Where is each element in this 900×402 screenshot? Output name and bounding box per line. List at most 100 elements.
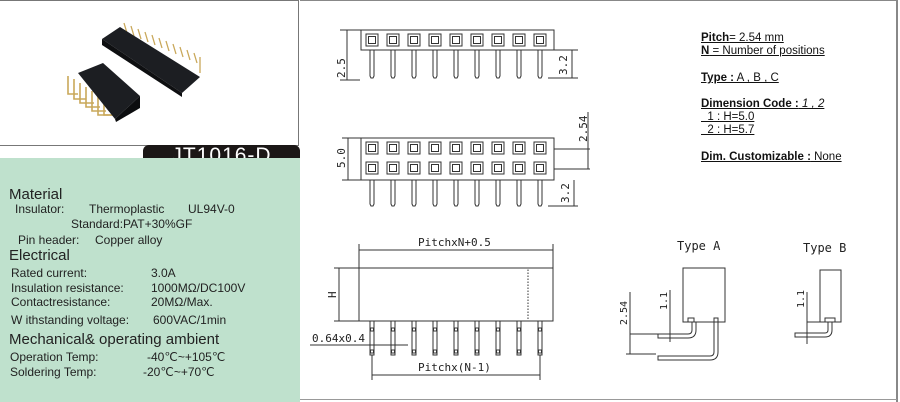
contact-socket [407,33,421,47]
pitch-label: Pitch [701,32,730,44]
customizable-value: None [810,151,842,163]
overall-length-dim: PitchxN+0.5 [418,236,491,249]
rated-current-label: Rated current: [11,266,88,280]
contact-socket-inner [452,36,460,44]
contact-socket [365,161,379,175]
contact-socket-inner [389,36,397,44]
insulator-rating: UL94V-0 [188,202,235,216]
pin-mark [517,327,521,332]
type-b-label: Type B [803,241,846,255]
pin-header-value: Copper alloy [95,233,163,247]
contact-socket-inner [494,144,502,152]
contact-socket-inner [473,36,481,44]
pin [516,50,522,79]
pin [390,180,396,207]
contact-socket-inner [389,164,397,172]
dimension-code-2: 2 : H=5.7 [701,124,755,136]
n-note: N = Number of positions [701,45,825,57]
double-height-dim: 5.0 [335,148,348,168]
pin [453,180,459,207]
contact-socket [533,161,547,175]
type-a-view: Type A 1.1 2.54 [619,239,726,361]
contact-socket-inner [473,144,481,152]
contact-socket [449,141,463,155]
pin-mark [370,349,374,354]
type-a-offset-dim: 1.1 [659,292,670,310]
soldering-temp-value: -20℃~+70℃ [143,365,215,379]
dimension-code-label: Dimension Code : [701,98,799,110]
operation-temp-label: Operation Temp: [10,350,99,364]
pin-mark [496,349,500,354]
pin-mark [391,327,395,332]
single-height-dim: 2.5 [335,58,348,78]
pin-header-label: Pin header: [18,233,80,247]
pin [453,320,459,356]
insulation-resistance-value: 1000MΩ/DC100V [151,281,246,295]
pin [432,320,438,356]
pin [537,50,543,79]
contact-socket [512,141,526,155]
dimension-code-note: Dimension Code : 1 , 2 [701,98,824,110]
type-a-pitch-dim: 2.54 [619,301,630,325]
contact-socket-inner [368,36,376,44]
pin-mark [517,349,521,354]
contact-socket [491,161,505,175]
withstanding-voltage-value: 600VAC/1min [153,313,227,327]
pin [432,50,438,79]
contact-socket-inner [536,36,544,44]
customizable-note: Dim. Customizable : None [701,151,842,163]
rated-current-value: 3.0A [151,266,176,280]
contact-socket-inner [389,144,397,152]
pin [495,50,501,79]
pin-mark [433,349,437,354]
height-dim: H [326,291,339,298]
contact-resistance-value: 20MΩ/Max. [151,295,213,309]
pitch-note: Pitch= 2.54 mm [701,32,784,44]
insulation-resistance-label: Insulation resistance: [11,281,124,295]
n-label: N [701,45,710,57]
pin [495,320,501,356]
pin [411,180,417,207]
insulator-value: Thermoplastic [89,202,165,216]
contact-socket [386,161,400,175]
pin-mark [475,349,479,354]
contact-resistance-label: Contactresistance: [11,295,111,309]
contact-socket-inner [368,164,376,172]
pin-length-dim-single: 3.2 [557,55,570,75]
pin [411,50,417,79]
pin-mark [412,349,416,354]
contact-socket-inner [515,144,523,152]
spec-panel: Material Insulator: Thermoplastic UL94V-… [0,158,300,402]
contact-socket [533,141,547,155]
pin [390,50,396,79]
frame-right-border [896,0,898,402]
contact-socket [428,33,442,47]
product-photo [0,0,299,146]
contact-socket-inner [494,164,502,172]
electrical-heading: Electrical [9,247,70,264]
dimension-code-1: 1 : H=5.0 [701,111,755,123]
insulator-standard: Standard:PAT+30%GF [71,217,193,231]
frame-top-border [300,0,897,1]
contact-socket-inner [431,144,439,152]
contact-socket-inner [410,164,418,172]
pin [432,180,438,207]
type-b-offset-dim: 1.1 [796,290,807,308]
pin-mark [433,327,437,332]
frame-bottom-border [300,399,897,400]
pin [369,50,375,79]
contact-socket [533,33,547,47]
type-value: A , B , C [734,72,779,84]
pin [537,180,543,207]
contact-socket-inner [515,164,523,172]
pin-mark [475,327,479,332]
contact-socket-inner [431,36,439,44]
pin [453,50,459,79]
contact-socket-inner [410,144,418,152]
withstanding-voltage-label: W ithstanding voltage: [11,313,130,327]
contact-socket [386,141,400,155]
contact-socket-inner [536,164,544,172]
pin-mark [538,349,542,354]
contact-socket [470,161,484,175]
pin [474,320,480,356]
